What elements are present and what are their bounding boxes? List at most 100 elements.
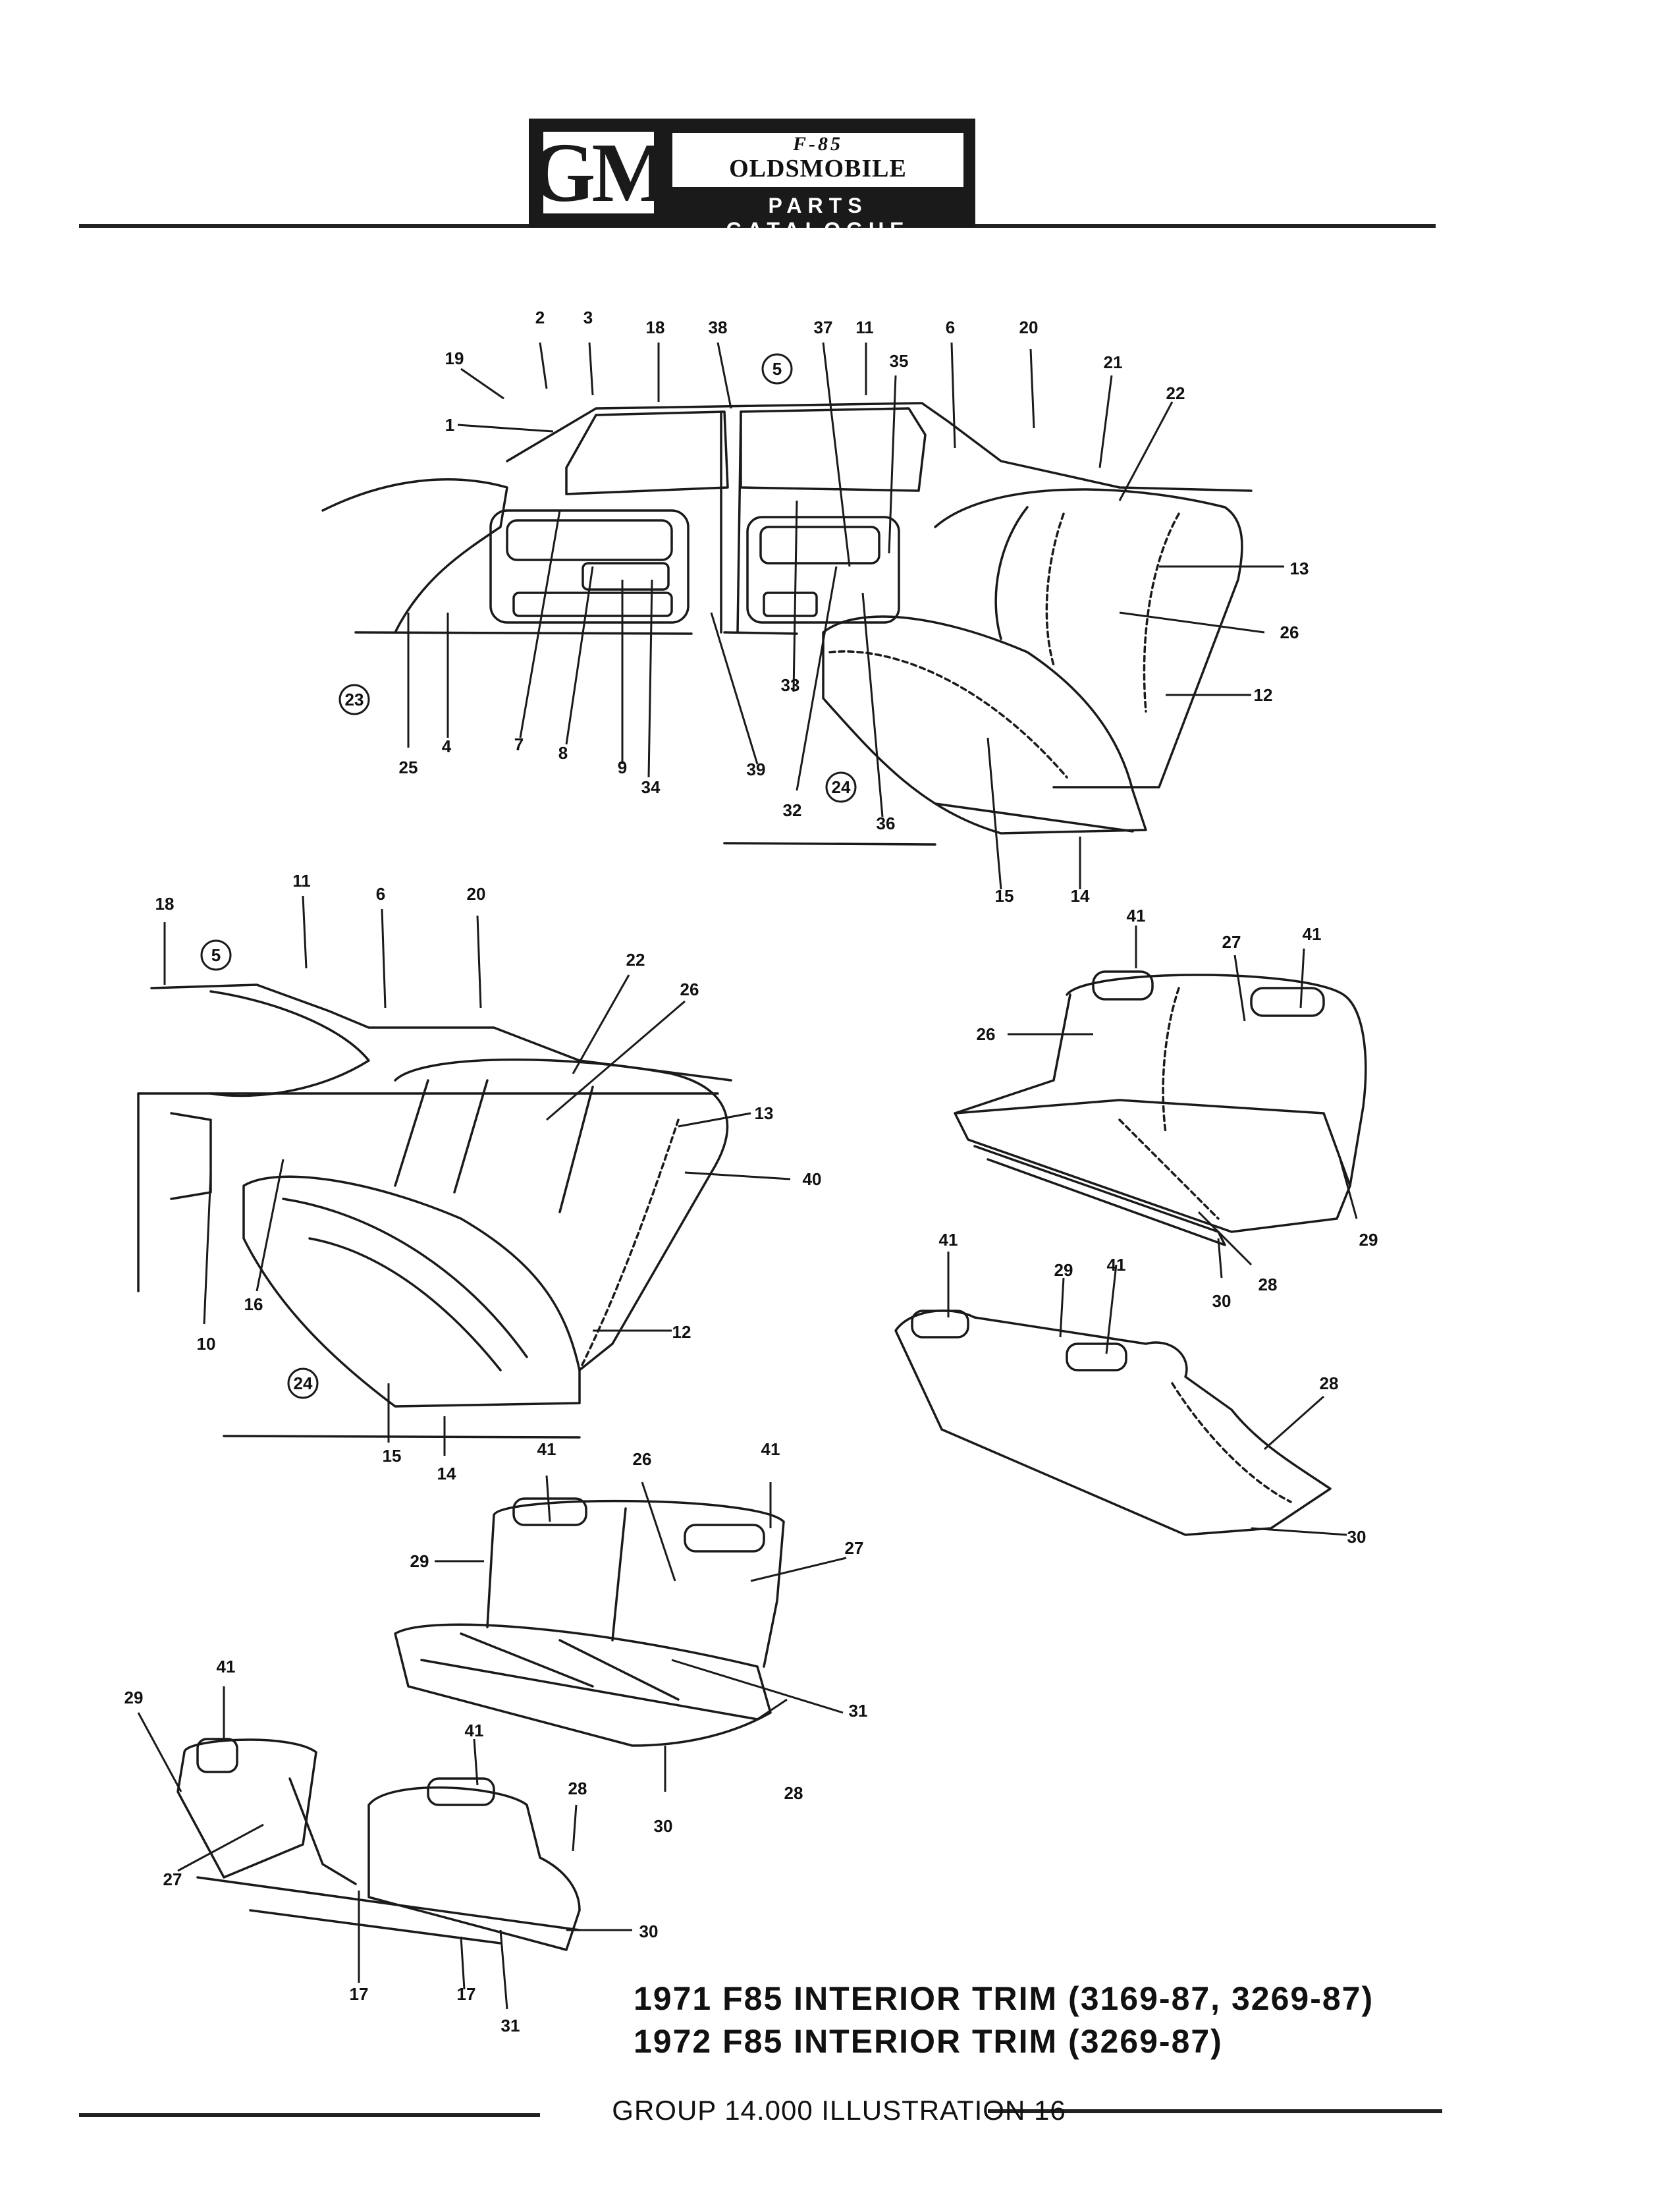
callout-9: 9	[617, 758, 628, 777]
callout-28-c: 28	[784, 1783, 803, 1803]
callout-39: 39	[746, 760, 766, 779]
rear-seat-cushion-top	[822, 615, 1147, 835]
callout-12-mid: 12	[672, 1322, 691, 1342]
callout-17-b: 17	[456, 1984, 476, 2004]
callout-6-mid: 6	[375, 884, 386, 904]
headrest-lower-right	[1066, 1342, 1127, 1371]
callout-3: 3	[583, 308, 593, 327]
callout-41-e: 41	[537, 1439, 556, 1459]
door-panel-mid	[137, 1092, 212, 1292]
callout-11-mid: 11	[292, 871, 311, 891]
callout-12: 12	[1253, 685, 1273, 705]
body-curve	[321, 478, 508, 634]
headrest-bottom-left	[196, 1738, 238, 1773]
callout-41-a: 41	[1126, 906, 1146, 926]
callout-20-mid: 20	[466, 884, 486, 904]
callout-8: 8	[558, 743, 568, 763]
headrest-bottom-right	[427, 1777, 495, 1806]
callout-13: 13	[1289, 559, 1309, 578]
model-mark: F-85	[793, 133, 843, 155]
callout-23: 23	[344, 690, 364, 709]
illustration-title-1972: 1972 F85 INTERIOR TRIM (3269-87)	[634, 2023, 1223, 2060]
callout-36: 36	[876, 814, 896, 833]
callout-14-mid: 14	[437, 1464, 456, 1483]
callout-35: 35	[889, 351, 909, 371]
callout-30-d: 30	[639, 1922, 659, 1941]
gm-parts-catalogue-logo: GM F-85 OLDSMOBILE PARTS CATALOGUE	[529, 119, 975, 242]
callout-27-b: 27	[844, 1538, 864, 1558]
callout-15-mid: 15	[382, 1446, 402, 1466]
callout-28-a: 28	[1258, 1275, 1278, 1294]
footer-rule-left	[79, 2113, 540, 2117]
callout-22: 22	[1166, 383, 1185, 403]
callout-30-b: 30	[1347, 1527, 1367, 1547]
headrest-upper-right	[1250, 987, 1325, 1017]
callout-1: 1	[445, 415, 455, 435]
callout-29-d: 29	[124, 1688, 144, 1707]
callout-18-mid: 18	[155, 894, 175, 914]
group-illustration-footer: GROUP 14.000 ILLUSTRATION 16	[612, 2095, 1066, 2126]
headrest-center-left	[512, 1497, 587, 1526]
callout-14-top: 14	[1070, 886, 1090, 906]
callout-29-c: 29	[410, 1551, 429, 1571]
callout-40: 40	[802, 1169, 822, 1189]
pillar	[720, 410, 742, 634]
callout-32: 32	[782, 800, 802, 820]
armrest-right	[746, 516, 900, 624]
headrest-center-right	[684, 1524, 765, 1553]
callout-15-top: 15	[994, 886, 1014, 906]
callout-26-right: 26	[976, 1024, 996, 1044]
callout-28-d: 28	[568, 1779, 587, 1798]
callout-2: 2	[535, 308, 545, 327]
callout-31-a: 31	[848, 1701, 868, 1721]
callout-28-b: 28	[1319, 1373, 1339, 1393]
lower-body	[354, 631, 798, 635]
bench-seat-cushion-center	[394, 1623, 772, 1747]
catalogue-label: PARTS CATALOGUE	[726, 194, 910, 242]
callout-34: 34	[641, 777, 661, 797]
headrest-lower-left	[911, 1310, 969, 1339]
split-bench-right	[367, 1786, 581, 1951]
callout-41-g: 41	[216, 1657, 236, 1676]
callout-41-d: 41	[1106, 1255, 1126, 1275]
callout-4: 4	[441, 736, 452, 756]
callout-27-c: 27	[163, 1869, 182, 1889]
headrest-upper-left	[1092, 970, 1154, 1001]
rear-seat-cushion-mid	[242, 1175, 581, 1408]
roof-line	[506, 402, 1253, 492]
callout-24-top: 24	[831, 777, 851, 797]
callout-41-f: 41	[761, 1439, 780, 1459]
rear-seat-back-top	[934, 488, 1243, 788]
callout-5-top: 5	[772, 359, 782, 379]
callout-33: 33	[780, 675, 800, 695]
callout-29-a: 29	[1359, 1230, 1378, 1250]
footer-rule-right	[988, 2109, 1442, 2113]
make-label: OLDSMOBILE	[729, 155, 907, 182]
callout-26: 26	[1280, 622, 1299, 642]
split-bench-left	[176, 1738, 317, 1879]
callout-11: 11	[855, 318, 874, 337]
gm-logo: GM	[529, 126, 671, 219]
callout-26-bc: 26	[632, 1449, 652, 1469]
callout-38: 38	[708, 318, 728, 337]
armrest-left	[489, 509, 690, 624]
bench-seat-back-upper	[1066, 974, 1367, 1187]
callout-16: 16	[244, 1294, 263, 1314]
callout-30-c: 30	[653, 1816, 673, 1836]
callout-22-mid: 22	[626, 950, 645, 970]
brand-panel: F-85 OLDSMOBILE	[672, 133, 963, 187]
callout-7: 7	[514, 734, 524, 754]
callout-26-mid: 26	[680, 980, 699, 999]
callout-13-mid: 13	[754, 1103, 774, 1123]
callout-24-mid: 24	[293, 1373, 313, 1393]
callout-29-b: 29	[1054, 1260, 1073, 1280]
quarter-window	[565, 410, 729, 495]
callout-18: 18	[645, 318, 665, 337]
callout-17-a: 17	[349, 1984, 369, 2004]
callout-41-h: 41	[464, 1721, 484, 1740]
callout-20: 20	[1019, 318, 1039, 337]
callout-5-mid: 5	[211, 945, 221, 965]
rear-seat-back-mid	[394, 1058, 729, 1371]
callout-21: 21	[1103, 352, 1123, 372]
